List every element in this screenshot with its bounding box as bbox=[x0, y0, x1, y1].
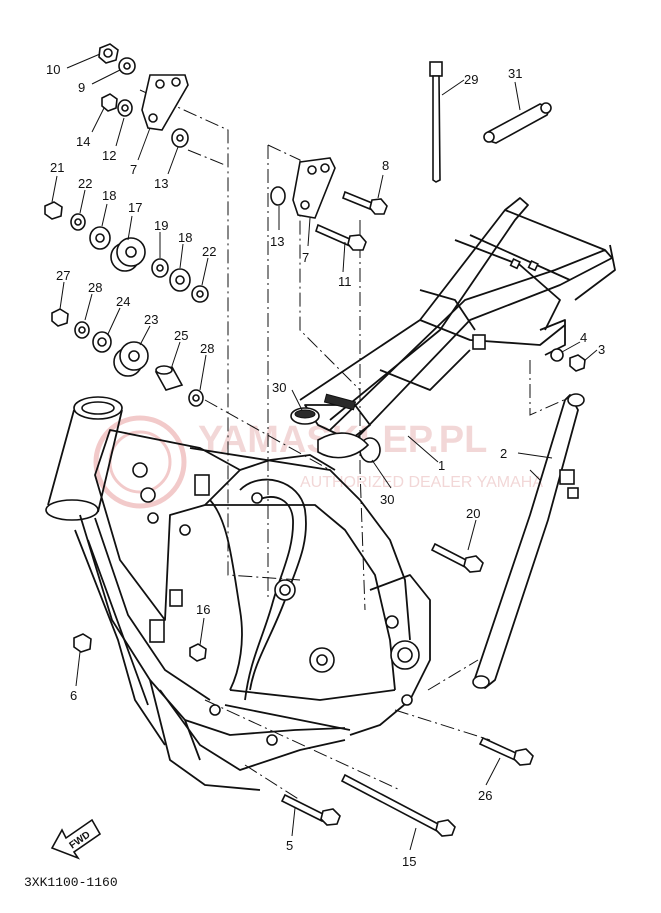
callout-3: 3 bbox=[598, 342, 605, 357]
callout-24: 24 bbox=[116, 294, 130, 309]
callout-16: 16 bbox=[196, 602, 210, 617]
callout-17: 17 bbox=[128, 200, 142, 215]
callout-27: 27 bbox=[56, 268, 70, 283]
callout-2: 2 bbox=[500, 446, 507, 461]
callout-5: 5 bbox=[286, 838, 293, 853]
callout-29: 29 bbox=[464, 72, 478, 87]
upper-mount-hardware bbox=[270, 61, 586, 463]
callout-6: 6 bbox=[70, 688, 77, 703]
callout-28: 28 bbox=[88, 280, 102, 295]
callout-9: 9 bbox=[78, 80, 85, 95]
callout-22b: 22 bbox=[202, 244, 216, 259]
callout-10: 10 bbox=[46, 62, 60, 77]
fwd-arrow: FWD bbox=[50, 818, 102, 860]
callout-21: 21 bbox=[50, 160, 64, 175]
callout-4: 4 bbox=[580, 330, 587, 345]
watermark: YAMASKLEP.PL AUTHORIZED DEALER YAMAHA bbox=[93, 415, 543, 509]
callout-11: 11 bbox=[338, 274, 352, 289]
catalog-code: 3XK1100-1160 bbox=[24, 875, 118, 890]
callout-14: 14 bbox=[76, 134, 90, 149]
callout-31: 31 bbox=[508, 66, 522, 81]
leader-lines bbox=[51, 53, 598, 851]
callout-1: 1 bbox=[438, 458, 445, 473]
callout-23: 23 bbox=[144, 312, 158, 327]
rear-subframe bbox=[299, 197, 616, 441]
callout-28b: 28 bbox=[200, 341, 214, 356]
engine-mount-hardware bbox=[44, 43, 209, 407]
callout-18: 18 bbox=[102, 188, 116, 203]
rear-stay-part-2 bbox=[472, 393, 585, 689]
callout-15: 15 bbox=[402, 854, 416, 869]
assembly-lines bbox=[139, 89, 576, 801]
callout-18b: 18 bbox=[178, 230, 192, 245]
callout-30: 30 bbox=[272, 380, 286, 395]
callout-19: 19 bbox=[154, 218, 168, 233]
lower-mount-hardware bbox=[73, 542, 534, 837]
main-frame-part-1 bbox=[45, 396, 431, 791]
callout-25: 25 bbox=[174, 328, 188, 343]
callout-26: 26 bbox=[478, 788, 492, 803]
callout-20: 20 bbox=[466, 506, 480, 521]
callout-12: 12 bbox=[102, 148, 116, 163]
callout-13: 13 bbox=[154, 176, 168, 191]
callout-22: 22 bbox=[78, 176, 92, 191]
callout-30b: 30 bbox=[380, 492, 394, 507]
callout-8: 8 bbox=[382, 158, 389, 173]
callout-labels: 10 9 14 12 7 13 21 22 18 17 19 18 22 27 … bbox=[46, 62, 605, 869]
callout-13b: 13 bbox=[270, 234, 284, 249]
callout-7b: 7 bbox=[302, 250, 309, 265]
callout-7: 7 bbox=[130, 162, 137, 177]
